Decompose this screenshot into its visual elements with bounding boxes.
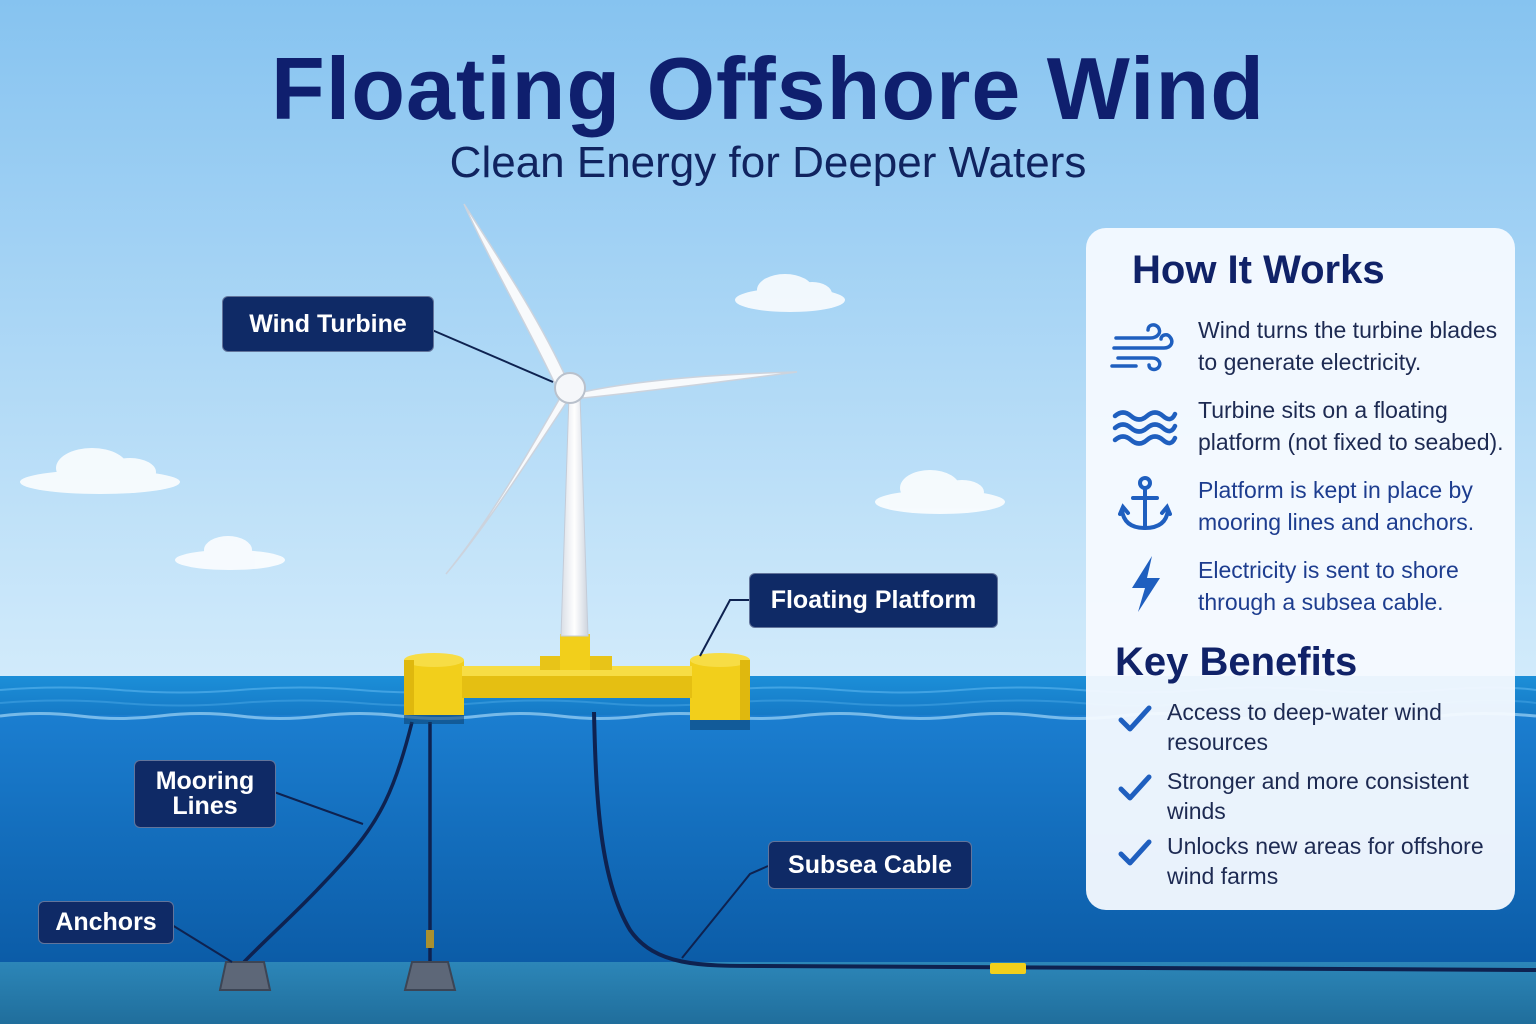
step-text: Electricity is sent to shore through a s… — [1198, 557, 1459, 615]
anchor-icon — [1118, 476, 1172, 531]
page-title: Floating Offshore Wind — [271, 39, 1265, 138]
waves-icon — [1112, 410, 1178, 446]
label-subsea-cable: Subsea Cable — [768, 841, 972, 889]
step-text: Wind turns the turbine blades to generat… — [1198, 317, 1498, 375]
leader-line — [171, 924, 233, 963]
cloud — [875, 470, 1005, 514]
benefit-item: Access to deep-water wind resources — [1086, 697, 1515, 759]
leader-line — [699, 599, 749, 657]
how-it-works-heading: How It Works — [1132, 248, 1385, 292]
cloud — [735, 274, 845, 312]
subsea-cable-line — [592, 711, 1536, 972]
step-item: Electricity is sent to shore through a s… — [1086, 554, 1515, 618]
check-icon — [1118, 839, 1152, 866]
wind-icon — [1110, 323, 1174, 372]
leader-line — [273, 791, 364, 825]
cable-joint — [990, 963, 1026, 974]
step-text: Platform is kept in place by mooring lin… — [1198, 477, 1475, 535]
leader-line — [431, 329, 554, 383]
benefit-item: Unlocks new areas for offshore wind farm… — [1086, 831, 1515, 893]
lightning-icon — [1132, 556, 1160, 612]
check-icon — [1118, 774, 1152, 801]
label-wind-turbine: Wind Turbine — [222, 296, 434, 352]
turbine-hub — [554, 372, 586, 404]
step-item: Wind turns the turbine blades to generat… — [1086, 314, 1515, 378]
benefit-text: Access to deep-water wind resources — [1167, 699, 1442, 755]
info-panel: How It Works Wind turns the turbine blad… — [1086, 228, 1515, 910]
leader-line — [681, 865, 769, 959]
anchor-block — [218, 961, 272, 991]
label-floating-platform: Floating Platform — [749, 573, 998, 628]
key-benefits-heading: Key Benefits — [1115, 640, 1358, 684]
label-anchors: Anchors — [38, 901, 174, 944]
floating-platform — [404, 634, 750, 730]
benefit-text: Unlocks new areas for offshore wind farm… — [1167, 833, 1484, 889]
cloud — [20, 448, 180, 494]
cloud — [175, 536, 285, 570]
benefit-item: Stronger and more consistent winds — [1086, 766, 1515, 828]
step-text: Turbine sits on a floating platform (not… — [1198, 397, 1504, 455]
step-item: Turbine sits on a floating platform (not… — [1086, 394, 1515, 458]
label-mooring-lines-text: Mooring Lines — [155, 767, 255, 820]
label-mooring-lines: Mooring Lines — [134, 760, 276, 828]
turbine-blades — [445, 203, 798, 575]
anchor-block — [403, 961, 457, 991]
step-item: Platform is kept in place by mooring lin… — [1086, 474, 1515, 538]
mooring-line — [242, 721, 414, 964]
page-subtitle: Clean Energy for Deeper Waters — [449, 138, 1087, 187]
check-icon — [1118, 705, 1152, 732]
benefit-text: Stronger and more consistent winds — [1167, 768, 1469, 824]
